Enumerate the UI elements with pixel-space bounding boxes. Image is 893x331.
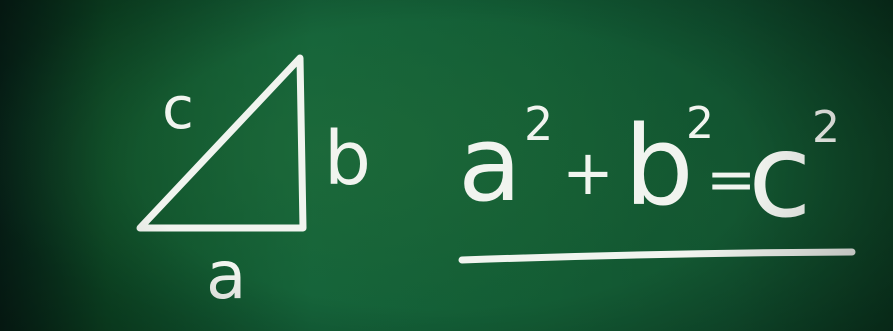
label-a: a xyxy=(206,237,246,314)
pythagorean-formula: a 2 + b 2 = c 2 xyxy=(458,97,840,244)
formula-term-b: b xyxy=(624,102,694,230)
formula-exponent-c: 2 xyxy=(812,102,840,153)
right-triangle xyxy=(136,54,307,232)
formula-exponent-b: 2 xyxy=(686,98,714,149)
formula-term-a: a xyxy=(458,103,522,225)
formula-exponent-a: 2 xyxy=(524,97,553,151)
triangle-outline xyxy=(136,54,307,232)
label-b: b xyxy=(324,116,371,202)
formula-plus: + xyxy=(562,136,614,209)
formula-underline xyxy=(458,248,856,264)
label-c: c xyxy=(162,74,194,142)
formula-equals: = xyxy=(706,145,756,215)
formula-term-c: c xyxy=(748,109,812,244)
